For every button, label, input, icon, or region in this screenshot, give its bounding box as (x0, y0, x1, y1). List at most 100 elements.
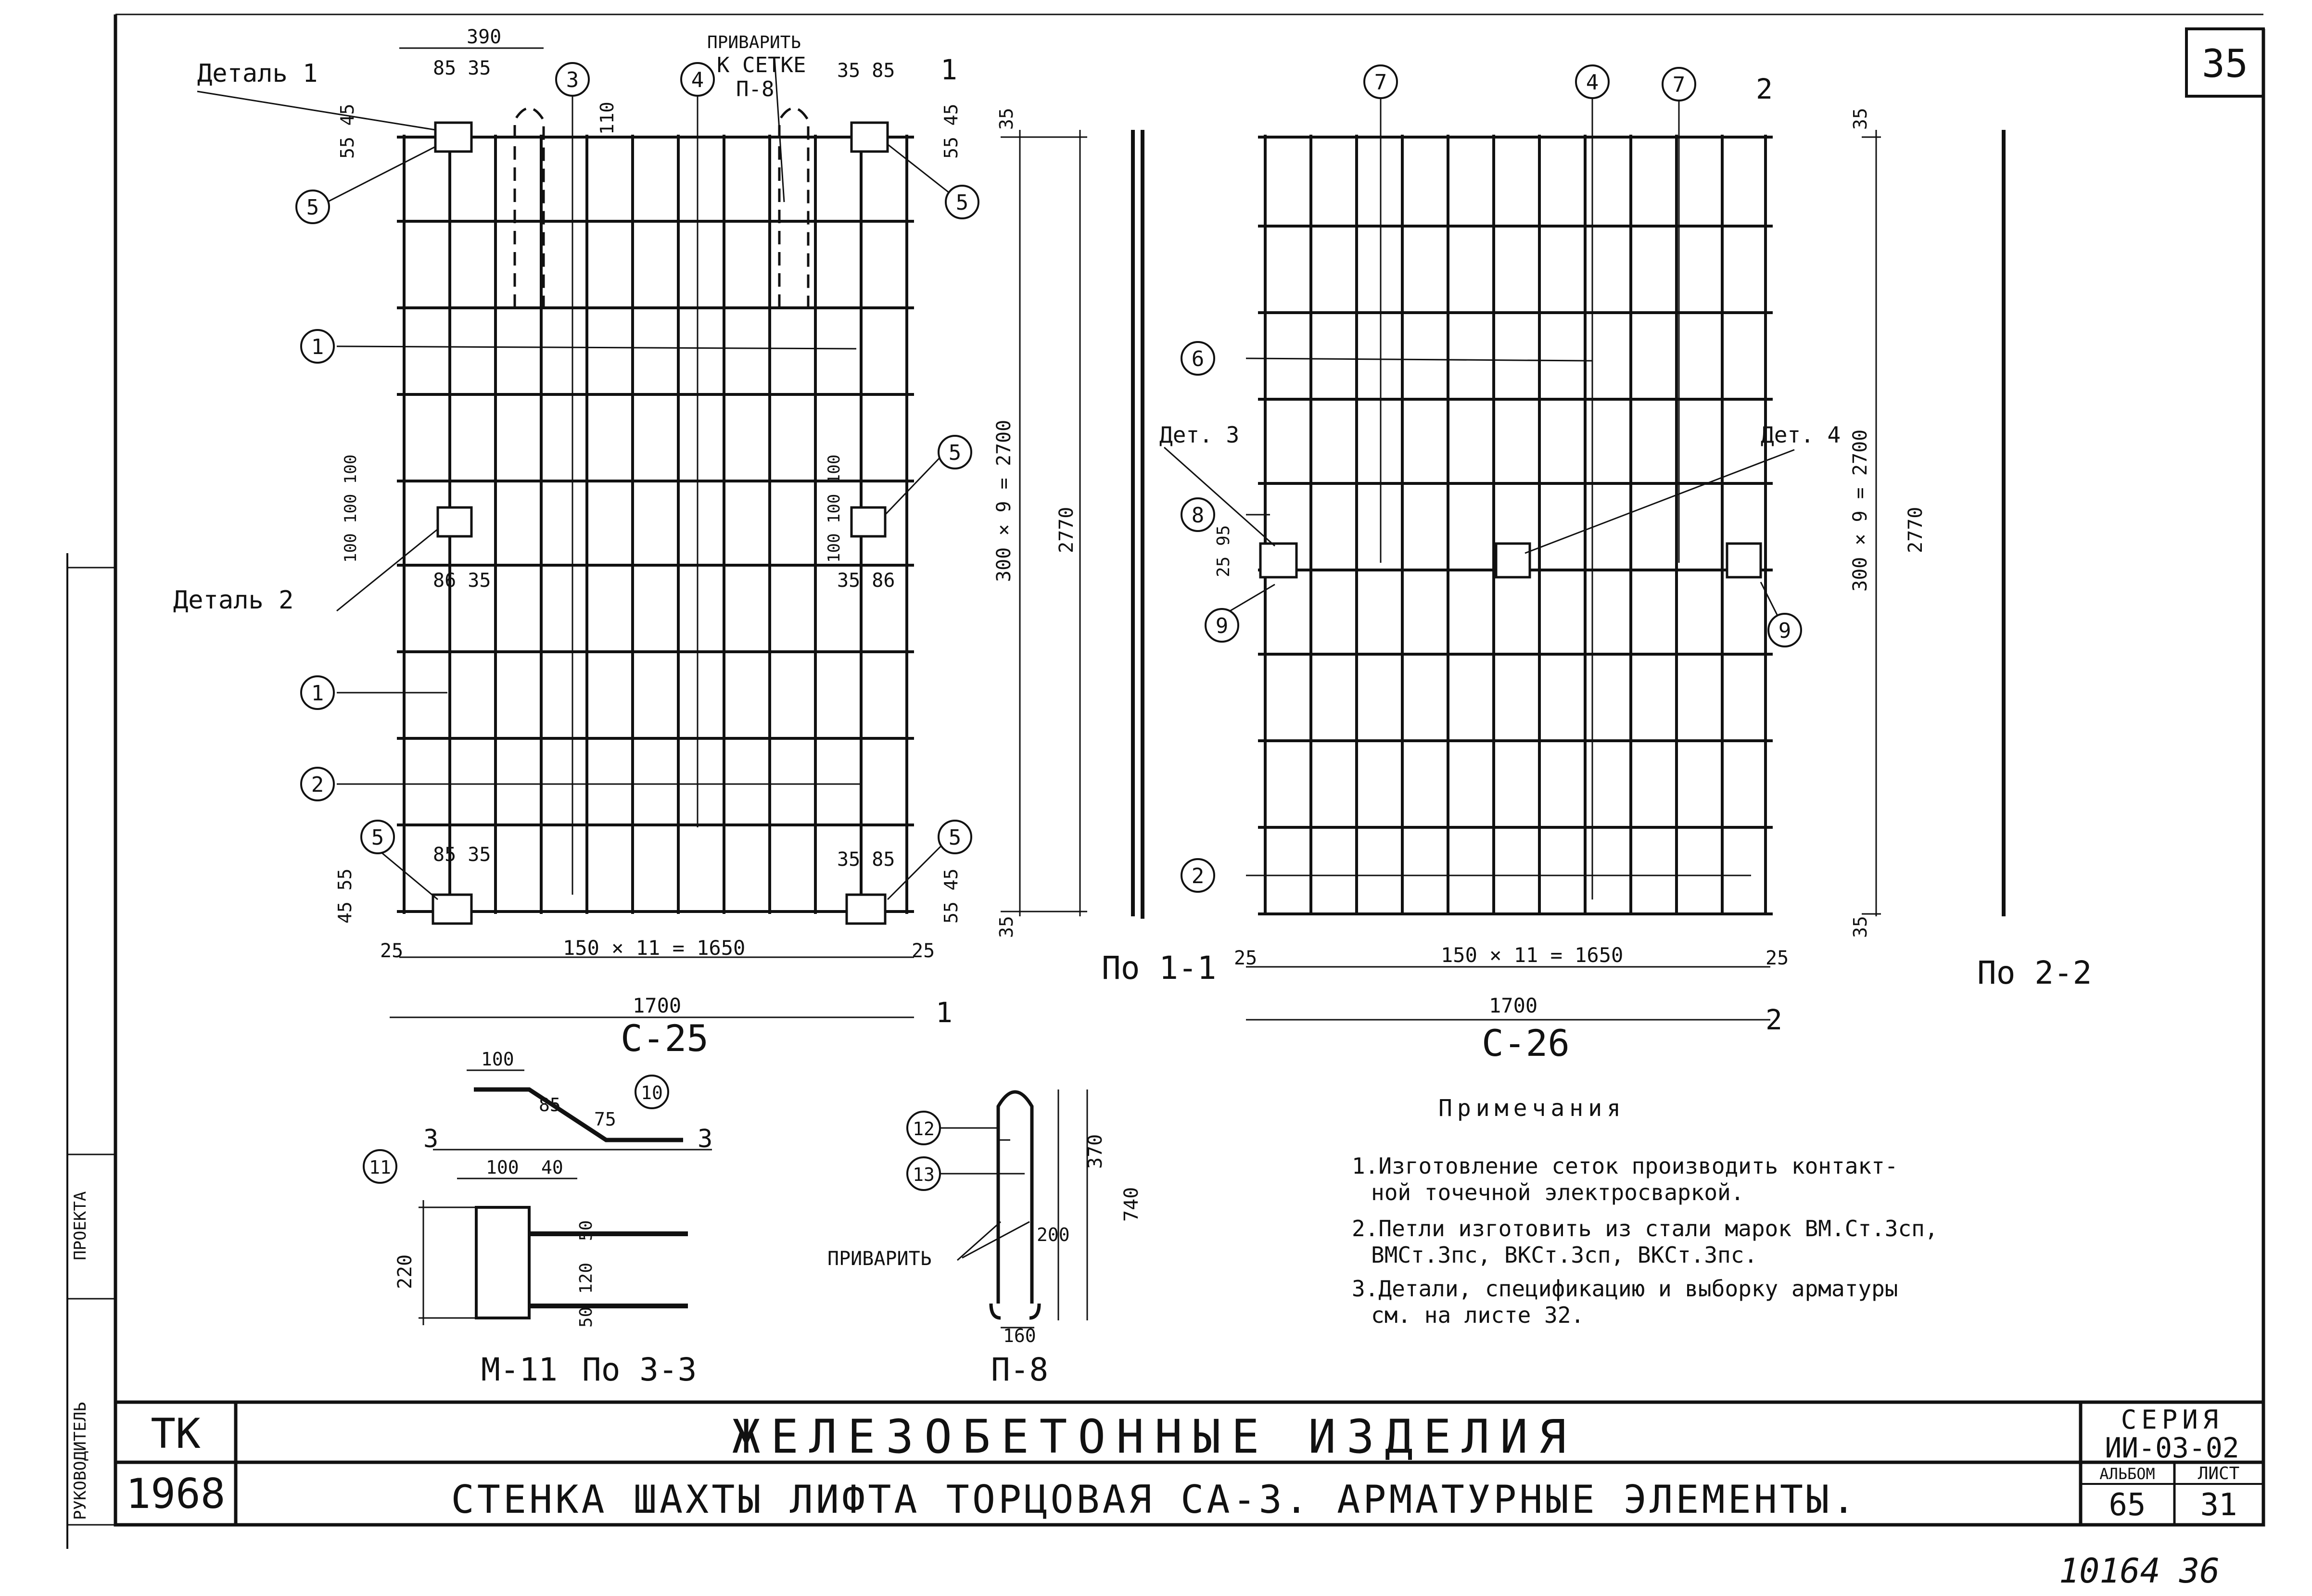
notes-line-6: см. на листе 32. (1371, 1302, 1584, 1328)
notes-line-4: ВМСт.3пс, ВКСт.3сп, ВКСт.3пс. (1371, 1242, 1757, 1268)
detail-m11-dim-120: 120 (576, 1263, 596, 1294)
notes-line-5: 3.Детали, спецификацию и выборку арматур… (1352, 1276, 1898, 1302)
mesh-c26-callout-7b: 7 (1673, 73, 1686, 97)
mesh-c25-weld-note-1: ПРИВАРИТЬ (707, 33, 801, 52)
sheet-frame (114, 13, 2265, 1527)
detail-m11-dim-100: 100 (486, 1157, 519, 1178)
mesh-c26-dim-vertical-span: 300 × 9 = 2700 (1849, 430, 1871, 592)
page-number: 35 (2202, 41, 2248, 86)
mesh-c25-section-mark-top: 1 (940, 53, 957, 86)
mesh-c25-dim-edge-right: 25 (912, 940, 935, 962)
mesh-c25-dim-right-55-45: 55 45 (940, 104, 962, 159)
sheet-label: ЛИСТ (2198, 1464, 2240, 1483)
detail-p8-dim-740: 740 (1120, 1187, 1143, 1222)
detail-p8-name: П-8 (991, 1351, 1048, 1388)
title-subtitle: СТЕНКА ШАХТЫ ЛИФТА ТОРЦОВАЯ СА-3. АРМАТУ… (451, 1477, 1858, 1522)
detail-m11-dim-85: 85 (539, 1094, 561, 1115)
mesh-c25-weld-note-3: П-8 (736, 77, 774, 101)
mesh-c26-dim-small: 25 95 (1214, 525, 1233, 577)
mesh-c26-callout-9b: 9 (1778, 619, 1791, 643)
notes-line-2: ной точечной электросваркой. (1371, 1179, 1744, 1205)
mesh-c26-dim-edge-left: 25 (1234, 947, 1257, 969)
mesh-c26-callout-6: 6 (1192, 347, 1205, 371)
mesh-c25-callout-5c: 5 (949, 441, 962, 465)
mesh-c26-dims (1131, 130, 2006, 1021)
mesh-c25-dim-top-right: 35 85 (837, 60, 895, 82)
mesh-c25-dim-bottom-35: 35 (996, 916, 1017, 938)
mesh-c25-section-mark-bottom: 1 (936, 996, 953, 1029)
mesh-c26-label-det4: Дет. 4 (1761, 422, 1841, 448)
detail-m11-callouts (363, 1075, 669, 1184)
mesh-c25-dim-left-55-45: 55 45 (337, 104, 358, 159)
mesh-c26-callout-9a: 9 (1216, 614, 1229, 638)
mesh-c26-label-det3: Дет. 3 (1159, 422, 1239, 448)
mesh-c25-callout-1b: 1 (311, 681, 324, 706)
mesh-c25-callout-2: 2 (311, 773, 324, 797)
mesh-c26-callout-2: 2 (1192, 864, 1205, 888)
detail-m11-section-mark-left: 3 (423, 1125, 438, 1153)
mesh-c25-dim-86-35: 86 35 (433, 570, 491, 592)
detail-m11-dim-50b: 50 (576, 1307, 596, 1328)
detail-m11-dim-100-top: 100 (481, 1049, 514, 1070)
mesh-c25-weld-note-2: К СЕТКЕ (717, 53, 806, 77)
mesh-c26-callout-8: 8 (1192, 503, 1205, 528)
side-stamp-text-a: ПРОЕКТА (71, 1191, 90, 1260)
detail-m11-dim-40: 40 (541, 1157, 563, 1178)
notes-line-1: 1.Изготовление сеток производить контакт… (1352, 1153, 1898, 1179)
mesh-c25-leaders (197, 57, 955, 900)
detail-m11-dim-50a: 50 (576, 1220, 596, 1241)
title-main: ЖЕЛЕЗОБЕТОННЫЕ ИЗДЕЛИЯ (732, 1410, 1577, 1464)
mesh-c26-dim-top-35: 35 (1850, 108, 1871, 130)
mesh-c25-callout-5a: 5 (306, 195, 319, 220)
mesh-c26-section-mark-top: 2 (1756, 73, 1773, 105)
mesh-c26-dim-vertical-total: 2770 (1905, 507, 1927, 553)
mesh-c26-section-label: По 2-2 (1977, 954, 2092, 991)
detail-m11-section-label: По 3-3 (582, 1351, 697, 1388)
album-value: 65 (2109, 1487, 2146, 1523)
mesh-c25-dim-top-left: 85 35 (433, 57, 491, 79)
mesh-c26-callout-4: 4 (1586, 70, 1599, 95)
sheet-value: 31 (2200, 1487, 2237, 1523)
detail-m11-section-mark-right: 3 (698, 1125, 712, 1153)
mesh-c25-dim-mid-left: 100 100 100 (341, 455, 360, 563)
series-label: СЕРИЯ (2121, 1405, 2223, 1435)
mesh-c25-dim-top-35: 35 (996, 108, 1017, 130)
detail-m11-callout-11: 11 (369, 1157, 391, 1178)
mesh-c26-callouts (1181, 64, 1802, 893)
mesh-c25-dim-bottom-span: 150 × 11 = 1650 (563, 936, 745, 960)
mesh-c25-dim-edge-left: 25 (380, 940, 403, 962)
mesh-c25-callout-5e: 5 (949, 825, 962, 850)
detail-p8-callout-12: 12 (913, 1118, 935, 1140)
mesh-c26-details (1259, 542, 1762, 579)
mesh-c25-dim-mid-right: 100 100 100 (825, 455, 844, 563)
mesh-c25-callout-3: 3 (566, 68, 579, 92)
mesh-c25-dim-vertical-total: 2770 (1055, 507, 1078, 553)
mesh-c25-dim-br-55-45: 55 45 (940, 869, 962, 924)
mesh-c25-callout-4: 4 (691, 68, 704, 92)
mesh-c26-dim-overall: 1700 (1489, 994, 1537, 1017)
mesh-c26-dim-edge-right: 25 (1766, 947, 1789, 969)
mesh-c25-dim-110: 110 (597, 101, 618, 135)
detail-p8-callout-13: 13 (913, 1164, 935, 1185)
mesh-c26-callout-7a: 7 (1374, 70, 1387, 95)
detail-m11-callout-10: 10 (641, 1082, 663, 1103)
bottom-number-left: 10164 (2059, 1551, 2160, 1591)
title-year: 1968 (126, 1470, 225, 1518)
mesh-c25-callout-5d: 5 (371, 825, 384, 850)
detail-p8-callouts (906, 1111, 941, 1191)
mesh-c25-dim-overall: 1700 (633, 994, 681, 1017)
mesh-c25-dim-bl-45-55: 45 55 (334, 869, 356, 924)
mesh-c25-dim-br-35-85: 35 85 (837, 849, 895, 871)
mesh-c26-grid (1258, 135, 1773, 915)
mesh-c25-dim-top-total: 390 (467, 26, 501, 48)
mesh-c25-dims (390, 47, 1144, 1018)
detail-p8-weld-label: ПРИВАРИТЬ (827, 1248, 932, 1270)
album-label: АЛЬБОМ (2099, 1465, 2155, 1483)
title-block (114, 1400, 2265, 1527)
mesh-c25-section-label: По 1-1 (1102, 950, 1216, 987)
detail-m11-dim-220: 220 (394, 1254, 416, 1289)
mesh-c26-section-mark-bottom: 2 (1766, 1003, 1782, 1036)
notes-block: Примечания 1.Изготовление сеток производ… (1352, 1095, 1938, 1328)
detail-p8-dim-200: 200 (1037, 1224, 1070, 1245)
mesh-c26-name: С-26 (1482, 1022, 1570, 1064)
